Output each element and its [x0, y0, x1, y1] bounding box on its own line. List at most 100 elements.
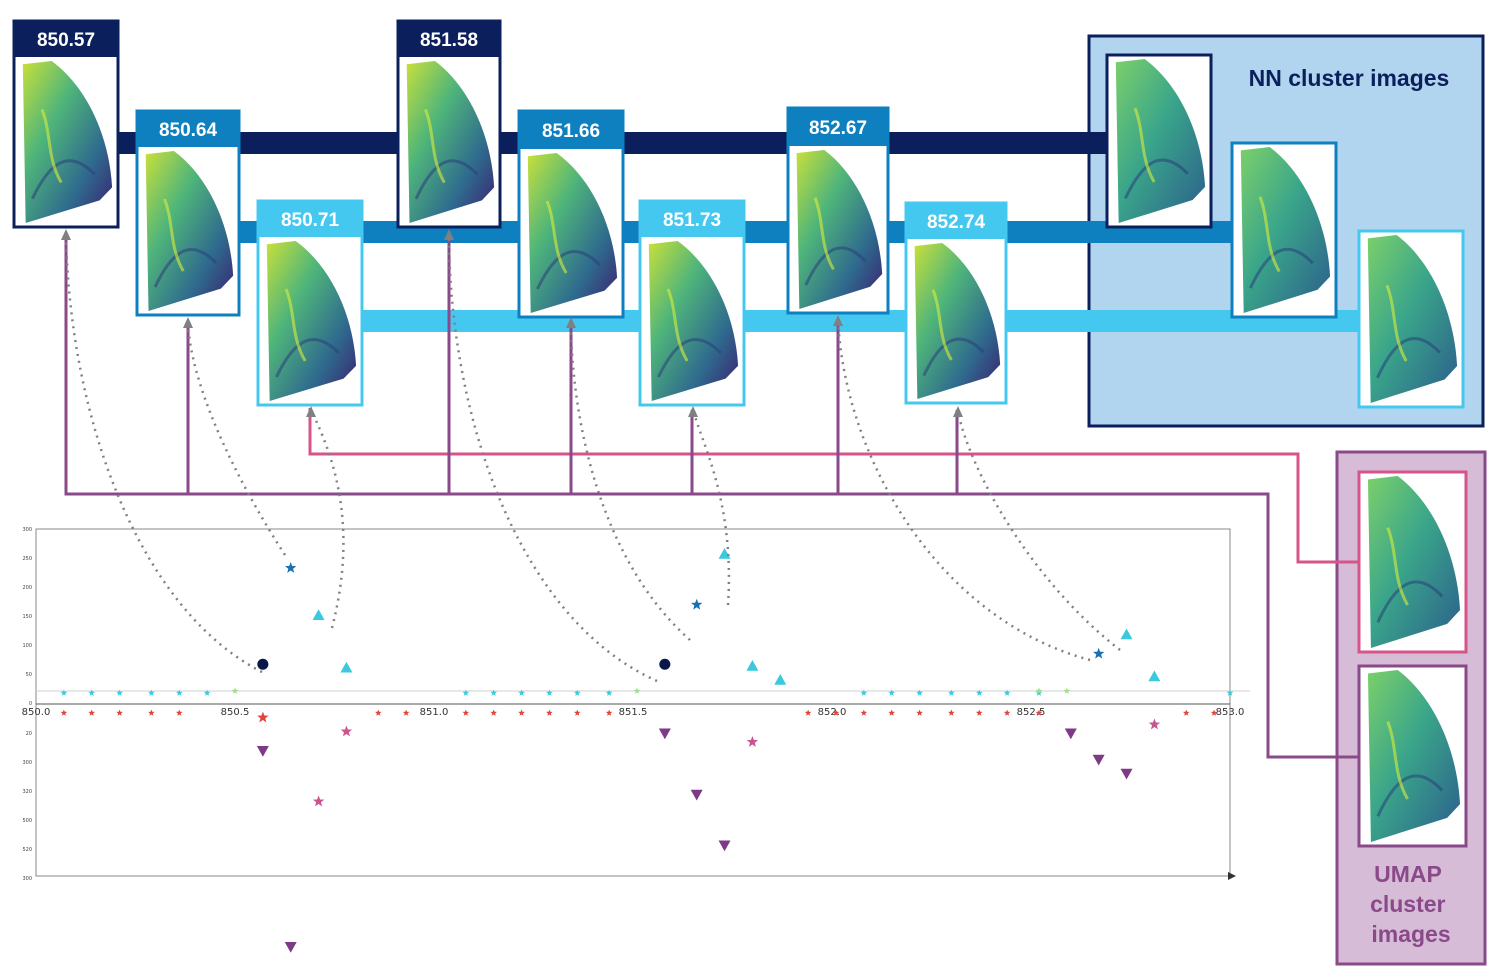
chart-point-star	[1210, 709, 1218, 716]
chart-point-star	[203, 689, 211, 696]
x-tick-label: 852.0	[818, 707, 847, 718]
card-mz-label: 852.67	[809, 118, 867, 139]
chart-point-star	[257, 711, 269, 723]
dotted-arrow-850-71	[310, 411, 345, 629]
umap-title-line-1: UMAP	[1374, 861, 1441, 887]
tissue-heatmap-icon	[796, 150, 883, 309]
tissue-vessel-mark	[1376, 774, 1444, 817]
tissue-bright-mark	[1386, 721, 1409, 800]
mass-image-cards: 850.57 850.64 850.71 851.58 851.66 851.73 852.…	[12, 19, 1008, 407]
tissue-bright-mark	[545, 200, 568, 274]
chart-point-star	[1182, 709, 1190, 716]
chart-point-star	[975, 689, 983, 696]
mass-image-card[interactable]: 852.74	[904, 201, 1008, 405]
umap-cluster-image[interactable]	[1357, 470, 1468, 654]
chart-point-star	[462, 689, 470, 696]
chart-point-star	[633, 687, 641, 694]
tissue-heatmap-icon	[1367, 670, 1461, 842]
tissue-heatmap-icon	[648, 241, 739, 401]
chart-point-triangle-down	[284, 941, 297, 953]
y-tick-label: 100	[22, 643, 32, 649]
chart-point-triangle-up	[340, 661, 353, 673]
mass-image-card[interactable]: 850.71	[256, 199, 364, 407]
dotted-arrow-851-73	[692, 411, 731, 606]
umap-cluster-image[interactable]	[1357, 664, 1468, 848]
dotted-arrow-852-74	[956, 411, 1121, 651]
chart-point-star	[148, 709, 155, 716]
chart-point-star	[888, 709, 895, 716]
y-tick-label: 300	[22, 760, 32, 766]
chart-point-star	[231, 687, 239, 694]
arrow-heads	[61, 229, 963, 417]
y-tick-label: 50	[26, 672, 32, 678]
tissue-bright-mark	[40, 109, 63, 184]
chart-point-star	[546, 689, 553, 696]
card-mz-label: 851.58	[420, 30, 478, 51]
card-label-bg	[258, 201, 362, 237]
chart-point-star	[605, 689, 613, 696]
mass-image-card[interactable]: 851.58	[396, 19, 502, 229]
chart-point-star	[148, 689, 155, 696]
mass-image-card[interactable]: 850.57	[12, 19, 120, 229]
tissue-vessel-mark	[1376, 336, 1441, 379]
chart-point-star	[1003, 689, 1011, 696]
tissue-bright-mark	[1258, 196, 1281, 273]
tissue-bright-mark	[1386, 527, 1409, 606]
y-tick-label: 300	[22, 527, 32, 533]
card-label-bg	[398, 21, 500, 57]
card-label-bg	[788, 108, 888, 146]
card-label-bg	[906, 203, 1006, 239]
y-tick-label: 200	[22, 585, 32, 591]
umap-title-line-3: images	[1371, 921, 1450, 947]
tissue-vessel-mark	[414, 159, 479, 200]
x-axis-arrowhead	[1228, 872, 1236, 880]
mass-image-card[interactable]: 850.64	[135, 109, 241, 317]
tissue-vessel-mark	[275, 338, 340, 378]
pink-connector	[308, 408, 1362, 564]
mass-image-card[interactable]: 851.73	[638, 199, 746, 407]
dotted-arrow-850-57	[64, 235, 263, 674]
chart-point-star	[860, 709, 868, 716]
chart-point-star	[312, 795, 325, 807]
nn-cluster-image[interactable]	[1105, 53, 1213, 229]
chart-point-triangle-up	[774, 674, 787, 685]
tissue-heatmap-icon	[145, 151, 234, 311]
chart-point-triangle-down	[1120, 768, 1133, 780]
mass-image-card[interactable]: 851.66	[517, 109, 625, 319]
card-mz-label: 850.57	[37, 30, 95, 51]
mass-image-card[interactable]: 852.67	[786, 106, 890, 315]
chart-point-star	[88, 689, 95, 696]
chart-point-star	[574, 689, 581, 696]
card-mz-label: 850.71	[281, 210, 340, 231]
chart-point-star	[285, 562, 297, 573]
chart-frame	[35, 528, 1231, 877]
chart-point-star	[574, 709, 581, 716]
chart-point-star	[546, 709, 553, 716]
chart-point-circle	[257, 658, 269, 670]
tissue-vessel-mark	[1376, 580, 1444, 623]
chart-point-star	[832, 709, 840, 716]
card-label-bg	[519, 111, 623, 149]
nn-cluster-image[interactable]	[1230, 141, 1338, 319]
chart-point-star	[375, 709, 382, 716]
nn-cluster-image[interactable]	[1357, 229, 1465, 409]
tissue-vessel-mark	[804, 246, 867, 286]
chart-point-triangle-up	[718, 548, 731, 559]
tissue-heatmap-icon	[406, 61, 495, 223]
chart-point-star	[60, 709, 68, 716]
nn-panel-title: NN cluster images	[1249, 65, 1450, 91]
chart-point-star	[490, 689, 497, 696]
chart-point-triangle-down	[658, 728, 671, 740]
y-tick-label: 20	[26, 731, 32, 737]
chart-point-star	[916, 709, 923, 716]
chart-point-star	[1063, 687, 1071, 694]
card-mz-label: 851.73	[663, 210, 721, 231]
chart-point-star	[975, 709, 983, 716]
chart-point-star	[746, 736, 759, 747]
chart-point-star	[888, 689, 895, 696]
chart-point-star	[518, 689, 525, 696]
tissue-vessel-mark	[31, 159, 96, 200]
chart-point-star	[340, 725, 353, 737]
